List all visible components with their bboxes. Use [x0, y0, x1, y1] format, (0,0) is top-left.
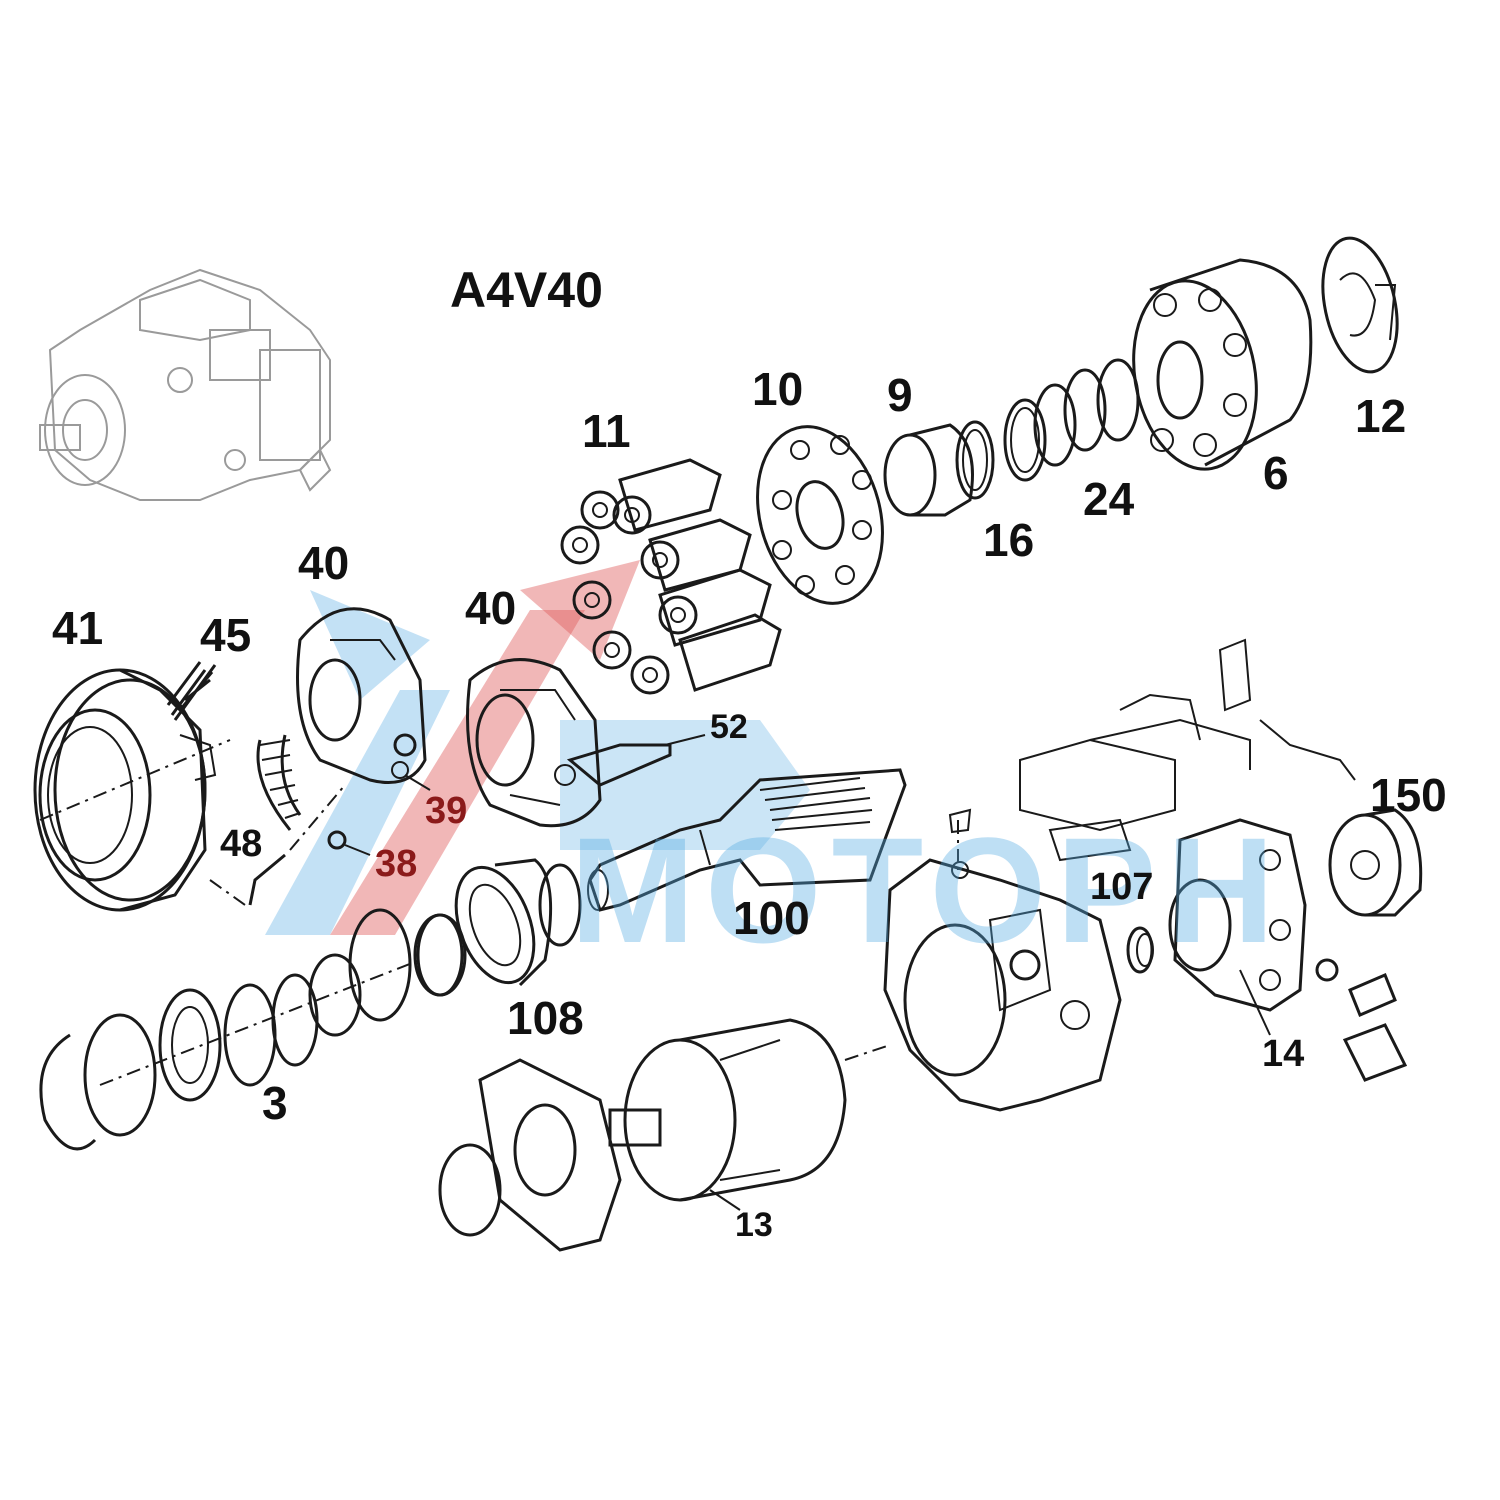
part-16-ring — [955, 420, 995, 500]
part-6-cylinder-block — [1132, 258, 1313, 471]
part-38-ball — [327, 830, 347, 850]
callout-39: 39 — [425, 790, 468, 832]
part-24-rings — [1003, 358, 1140, 482]
callout-40-left: 40 — [298, 537, 350, 589]
watermark-red-arrowhead — [520, 560, 640, 660]
callout-9: 9 — [887, 369, 913, 421]
callout-10: 10 — [752, 363, 804, 415]
watermark-blue-arrowhead — [310, 590, 430, 700]
callout-6: 6 — [1263, 447, 1289, 499]
part-3-seal-set — [39, 908, 464, 1151]
callout-3: 3 — [262, 1077, 288, 1129]
part-41-cover — [33, 668, 231, 912]
callout-100: 100 — [733, 892, 810, 944]
part-45-spring — [166, 661, 217, 721]
callout-13: 13 — [735, 1206, 773, 1244]
assembled-pump-thumbnail — [39, 268, 332, 501]
part-48-pin — [209, 784, 346, 906]
part-spring-arc — [256, 734, 302, 831]
part-40a-cradle — [296, 607, 427, 784]
callout-40-right: 40 — [465, 582, 517, 634]
leader-38 — [344, 844, 371, 856]
callout-12: 12 — [1355, 390, 1407, 442]
watermark-blue-arrow — [560, 720, 810, 850]
diagram-title: A4V40 — [450, 262, 603, 318]
watermark-red-slash — [330, 610, 585, 935]
part-9-ball-guide — [883, 423, 974, 517]
part-108-bearing — [413, 858, 582, 997]
part-10-retainer-plate — [756, 425, 884, 605]
callout-38: 38 — [375, 843, 418, 885]
callout-48: 48 — [220, 823, 263, 865]
callout-16: 16 — [983, 514, 1035, 566]
part-52-lever — [554, 734, 706, 787]
callout-11: 11 — [582, 405, 631, 457]
callout-41: 41 — [52, 602, 104, 654]
watermark-arrows — [265, 560, 810, 935]
part-14-port-plate — [1168, 818, 1307, 1036]
watermark-blue-slash — [265, 690, 450, 935]
callout-14: 14 — [1262, 1033, 1305, 1075]
callout-52: 52 — [710, 708, 748, 746]
callout-108: 108 — [507, 992, 584, 1044]
part-12-valve-plate — [1321, 236, 1399, 374]
part-150-boost-pump — [1328, 808, 1423, 917]
part-gasket-plate — [438, 1058, 622, 1252]
callout-150: 150 — [1370, 769, 1447, 821]
part-107-seal — [1126, 926, 1154, 974]
callout-107: 107 — [1090, 866, 1154, 908]
plug-fittings — [1315, 958, 1408, 1082]
watermark-text: МОТОРН — [570, 806, 1285, 974]
leader-39 — [404, 774, 431, 791]
control-valve-assembly — [948, 638, 1356, 862]
callout-45: 45 — [200, 609, 252, 661]
part-40b-cradle — [466, 658, 602, 828]
part-11-pistons — [560, 458, 782, 695]
part-13-auxiliary-pump — [608, 1018, 891, 1211]
main-pump-housing — [883, 820, 1122, 1112]
callout-24: 24 — [1083, 473, 1135, 525]
part-100-drive-shaft — [587, 768, 907, 912]
